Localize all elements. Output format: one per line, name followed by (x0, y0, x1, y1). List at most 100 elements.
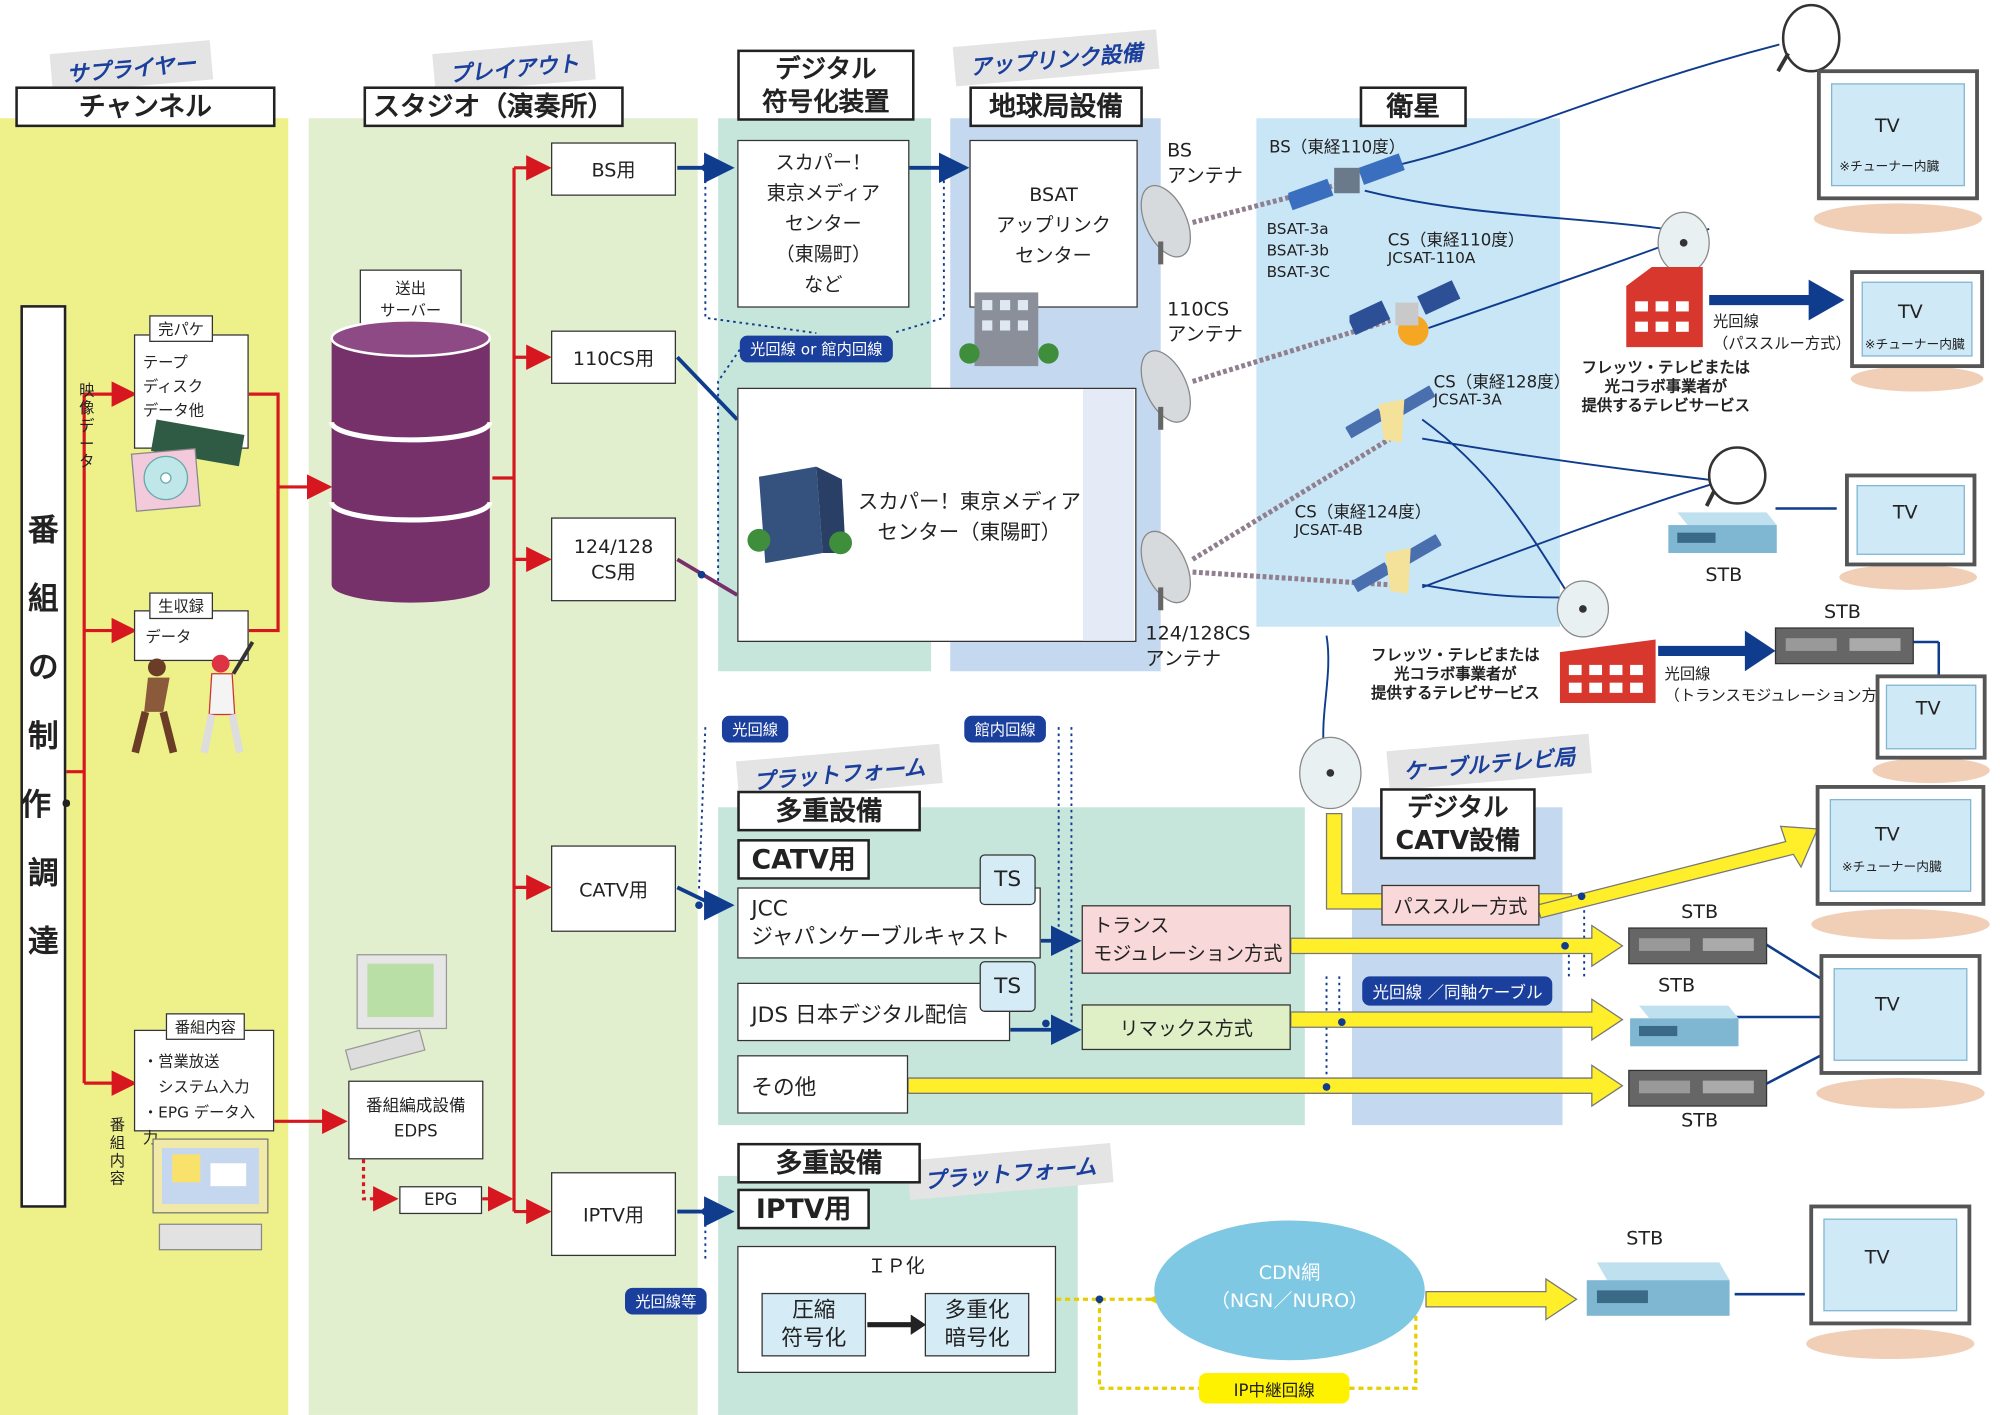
header-satellite: 衛星 (1359, 86, 1467, 128)
bs-antenna-label: BS アンテナ (1167, 138, 1243, 187)
server-label-text: 送出 サーバー (380, 279, 442, 320)
building-tower-icon (747, 466, 853, 564)
stb-3-label: STB (1681, 900, 1719, 923)
stb-2-icon (1774, 627, 1914, 665)
tv-stb-2-label: TV (1915, 696, 1941, 720)
ts-badge-1: TS (979, 854, 1036, 906)
compress-text: 圧縮 符号化 (781, 1297, 847, 1352)
tv-catv-pass-label: TV (1874, 822, 1900, 846)
tv-pass-icon (1850, 270, 1985, 392)
124cs-antenna-label: 124/128CS アンテナ (1145, 621, 1251, 670)
stb-1-icon (1668, 512, 1777, 554)
tv-stb-1-icon (1839, 473, 1978, 590)
ts-badge-2: TS (979, 961, 1036, 1012)
route-124-text: 124/128 CS用 (573, 535, 654, 584)
jcc-text: JCC ジャパンケーブルキャスト (751, 896, 1011, 950)
header-digital-catv: デジタル CATV設備 (1380, 788, 1536, 860)
tv-catv-pass-note: ※チューナー内臓 (1841, 860, 1942, 875)
route-124-128cs: 124/128 CS用 (551, 517, 677, 602)
110cs-antenna-label: 110CS アンテナ (1167, 297, 1243, 346)
sat-bs-names: BSAT-3a BSAT-3b BSAT-3C (1266, 219, 1330, 281)
cs110-satellite-icon (1349, 280, 1461, 346)
ip-label: ＩＰ化 (867, 1254, 925, 1278)
header-catv-use: CATV用 (737, 839, 870, 880)
bsat-text: BSAT アップリンク センター (996, 183, 1111, 267)
program-content-label: 番組内容 (109, 1116, 126, 1188)
sat-bs-label: BS（東経110度） (1269, 138, 1406, 158)
program-box: ・営業放送 システム入力 ・EPG データ入力 (133, 1029, 275, 1147)
tv-top-icon (1813, 69, 1983, 234)
flets-dish-icon (1657, 211, 1710, 274)
tv-pass-label: TV (1897, 300, 1923, 323)
flets-building-2-icon (1559, 639, 1656, 704)
route-bs: BS用 (551, 142, 677, 196)
program-items: ・営業放送 システム入力 ・EPG データ入力 (142, 1052, 256, 1147)
tv-top-label: TV (1874, 114, 1900, 138)
home-dish-top-icon (1776, 3, 1841, 73)
catv-dish-icon (1299, 736, 1362, 810)
bsat-box: BSAT アップリンク センター (969, 139, 1138, 308)
video-data-label: 映像データ (79, 381, 95, 471)
optical-trans-label: 光回線 （トランスモジュレーション方式） (1664, 664, 1908, 705)
tv-catv-pass-icon (1811, 785, 1990, 940)
remux-box: リマックス方式 (1081, 1004, 1291, 1051)
tv-top-note: ※チューナー内臓 (1839, 160, 1940, 175)
header-channel: チャンネル (15, 86, 276, 128)
sat-cs128-name: JCSAT-3A (1433, 390, 1502, 409)
sat-cs110-name: JCSAT-110A (1387, 249, 1476, 267)
route-catv: CATV用 (551, 845, 677, 932)
stb-1-label: STB (1705, 563, 1743, 587)
bs-dish-icon (1140, 184, 1192, 265)
kanpake-items: テープ ディスク データ他 (142, 353, 205, 420)
stb-dish-icon (1704, 446, 1767, 507)
trans-text: トランス モジュレーション方式 (1093, 914, 1283, 965)
baseball-players-icon (131, 641, 255, 754)
encoder-box-text: スカパー！ 東京メディア センター （東陽町） など (766, 151, 881, 297)
header-mux-catv: 多重設備 (737, 790, 921, 832)
jds-box: JDS 日本デジタル配信 (737, 982, 1011, 1042)
edps-computer-icon (344, 954, 448, 1071)
epg-box: EPG (399, 1186, 483, 1215)
vertical-title-text: 番組の制作・調達 (20, 512, 82, 960)
header-encoder: デジタル 符号化装置 (737, 49, 915, 121)
live-label: 生収録 (149, 592, 214, 620)
edps-text: 番組編成設備 EDPS (366, 1097, 466, 1142)
route-110cs: 110CS用 (551, 330, 677, 384)
pill-iptv-optical: 光回線等 (624, 1287, 707, 1315)
passthrough-box: パススルー方式 (1381, 884, 1540, 926)
stb-4-icon (1630, 1005, 1739, 1047)
tv-stb-1-label: TV (1892, 500, 1918, 524)
other-box: その他 (737, 1055, 909, 1114)
route-iptv: IPTV用 (551, 1172, 677, 1257)
header-mux-iptv: 多重設備 (737, 1142, 921, 1184)
sat-cs110-label: CS（東経110度） (1387, 231, 1525, 251)
bs-satellite-icon (1288, 153, 1405, 211)
mux-enc-box: 多重化 暗号化 (924, 1292, 1030, 1357)
sat-cs124-label: CS（東経124度） (1294, 503, 1432, 523)
tv-pass-note: ※チューナー内臓 (1864, 338, 1965, 353)
vertical-title (20, 305, 67, 1208)
disc-media-icon (130, 419, 245, 512)
tv-catv-label: TV (1874, 992, 1900, 1016)
stb-6-label: STB (1626, 1226, 1664, 1250)
computer-icon (152, 1138, 269, 1251)
mux-enc-text: 多重化 暗号化 (944, 1297, 1010, 1352)
flets-label-2: フレッツ・テレビまたは 光コラボ事業者が 提供するテレビサービス (1371, 645, 1540, 702)
edps-box: 番組編成設備 EDPS (348, 1080, 484, 1160)
stb-5-icon (1628, 1069, 1768, 1107)
pill-catv-optical: 光回線 (721, 715, 789, 743)
program-label: 番組内容 (165, 1013, 245, 1040)
tokyo-media-inner-shade (1082, 389, 1134, 641)
ip-relay-pill: IP中継回線 (1198, 1373, 1350, 1404)
server-database-icon (329, 319, 493, 603)
encoder-box: スカパー！ 東京メディア センター （東陽町） など (737, 139, 910, 308)
pill-coax: 光回線 ／同軸ケーブル (1362, 976, 1553, 1006)
trans-box: トランス モジュレーション方式 (1081, 905, 1291, 974)
compress-box: 圧縮 符号化 (761, 1292, 867, 1357)
110cs-dish-icon (1140, 350, 1192, 430)
bsat-building-icon (959, 292, 1059, 367)
live-items: データ (145, 627, 192, 646)
flets-label-1: フレッツ・テレビまたは 光コラボ事業者が 提供するテレビサービス (1581, 358, 1751, 415)
flets-building-1-icon (1626, 266, 1703, 348)
